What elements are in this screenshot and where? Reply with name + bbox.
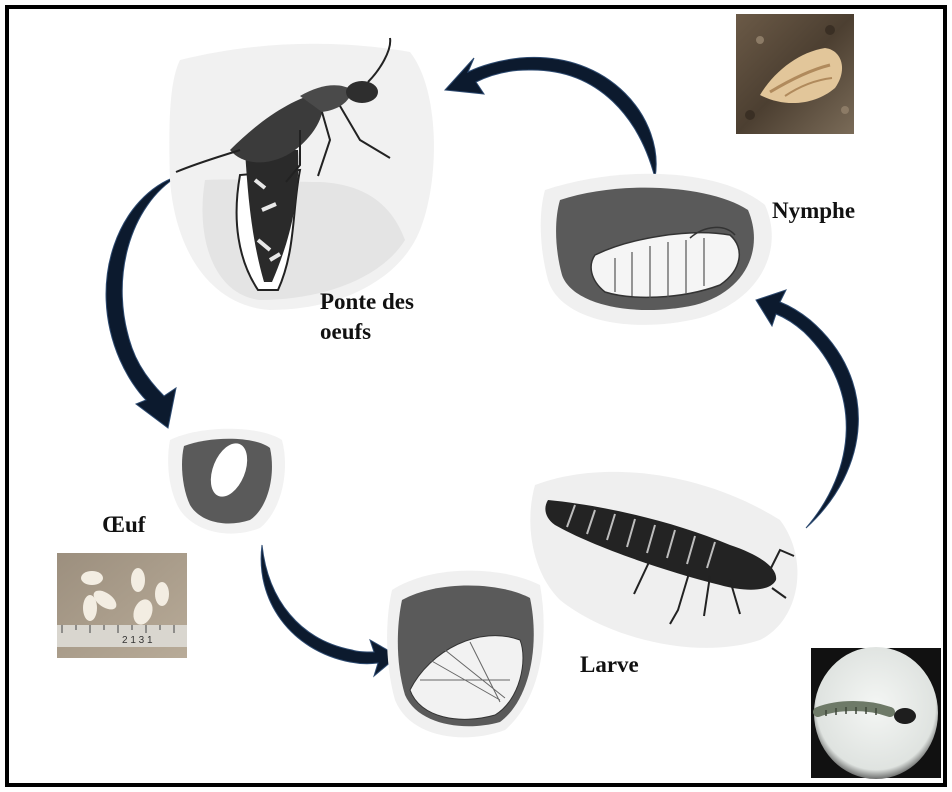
- larva-illustration: [530, 472, 797, 648]
- arrow-adult-to-egg: [106, 176, 178, 428]
- label-nymphe: Nymphe: [772, 196, 855, 226]
- nymphe-illustration: [541, 174, 772, 325]
- label-larve: Larve: [580, 650, 639, 680]
- arrow-larva-to-nymphe: [756, 290, 858, 528]
- larva-photo: [811, 647, 941, 779]
- egg-illustration: [168, 429, 285, 534]
- label-ponte-des-oeufs: Ponte des oeufs: [320, 287, 470, 347]
- arrow-egg-to-larva: [261, 545, 398, 676]
- egg-photo: 2 1 3 1: [57, 553, 187, 658]
- label-oeuf: Œuf: [102, 510, 145, 540]
- ruler-text: 2 1 3 1: [122, 635, 153, 646]
- hatching-larva-illustration: [387, 571, 544, 738]
- adult-beetle-illustration: [169, 38, 434, 310]
- arrow-nymphe-to-adult: [445, 57, 656, 178]
- nymphe-photo: [736, 14, 854, 134]
